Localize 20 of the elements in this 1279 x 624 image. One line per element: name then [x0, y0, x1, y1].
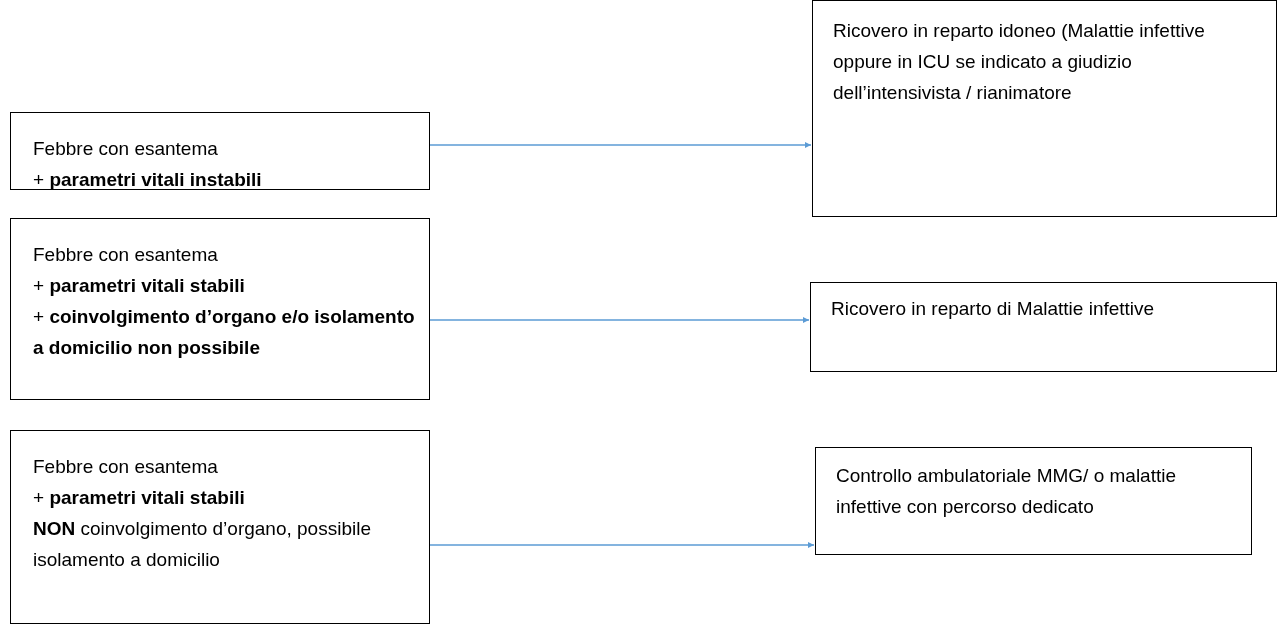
text-box — [10, 218, 430, 400]
box-text: NON coinvolgimento d’organo, possibile isolamento a domicilio — [33, 517, 372, 572]
arrow — [429, 316, 810, 324]
box-text: Febbre con esantema — [33, 455, 219, 479]
box-text: Controllo ambulatoriale MMG/ o malattie infettive con percorso dedicato — [836, 464, 1178, 519]
box-text: + parametri vitali instabili — [33, 168, 263, 192]
box-text: Febbre con esantema — [33, 137, 219, 161]
arrow — [429, 541, 815, 549]
box-text: + parametri vitali stabili — [33, 274, 246, 298]
box-text: + parametri vitali stabili — [33, 486, 246, 510]
box-text: Ricovero in reparto idoneo (Malattie infettive oppure in ICU se indicato a giudizio dell’intensivista / rianimatore — [833, 19, 1206, 105]
text-box — [10, 112, 430, 190]
text-box — [10, 430, 430, 624]
text-box — [815, 447, 1252, 555]
text-box — [812, 0, 1277, 217]
box-text: + coinvolgimento d’organo e/o isolamento a domicilio non possibile — [33, 305, 415, 360]
box-text: Febbre con esantema — [33, 243, 219, 267]
text-box — [810, 282, 1277, 372]
arrow — [429, 141, 812, 149]
box-text: Ricovero in reparto di Malattie infettive — [831, 297, 1156, 321]
